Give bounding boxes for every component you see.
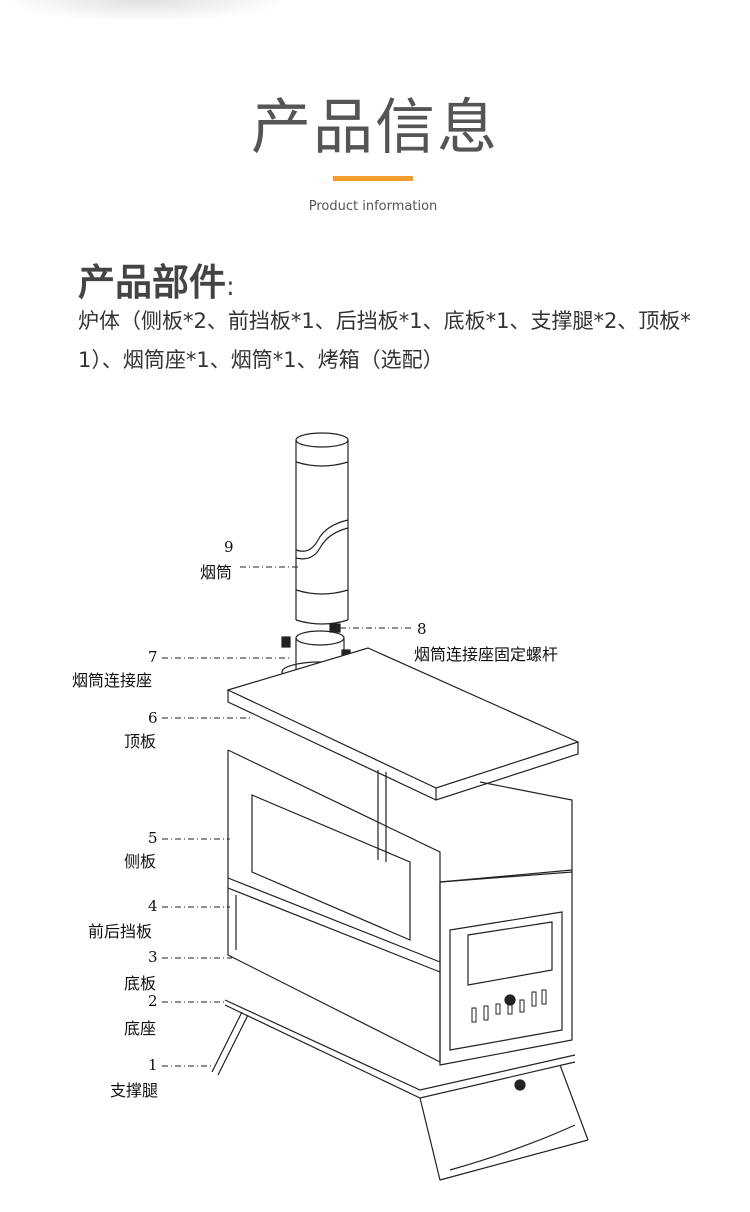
title-accent-bar: [333, 176, 413, 181]
callout-4-number: 4: [148, 897, 158, 915]
callout-1-number: 1: [148, 1056, 158, 1074]
callout-6-label: 顶板: [124, 732, 157, 751]
callout-4-label: 前后挡板: [88, 922, 153, 941]
stove-body: [227, 749, 573, 1066]
callout-8-number: 8: [417, 620, 427, 638]
page-title: 产品信息: [251, 93, 499, 163]
callout-3-label: 底板: [124, 974, 157, 993]
base-and-legs: [211, 999, 589, 1181]
callout-5-number: 5: [148, 829, 158, 847]
page-subtitle: Product information: [308, 199, 438, 214]
callout-8-label: 烟筒连接座固定螺杆: [414, 645, 559, 664]
chimney-pipe: [295, 432, 349, 625]
callout-2-label: 底座: [124, 1019, 157, 1038]
callout-7-label: 烟筒连接座: [72, 671, 153, 690]
parts-heading-colon: :: [226, 272, 235, 302]
callout-2-number: 2: [148, 992, 158, 1010]
callout-5-label: 侧板: [124, 852, 157, 871]
callout-9-label: 烟筒: [200, 563, 233, 582]
decorative-shadow: [0, 0, 290, 22]
callout-9-number: 9: [224, 538, 234, 556]
top-plate: [226, 647, 580, 801]
callout-3-number: 3: [148, 948, 158, 966]
callout-1-label: 支撑腿: [110, 1081, 159, 1100]
parts-description: 炉体（侧板*2、前挡板*1、后挡板*1、底板*1、支撑腿*2、顶板*1）、烟筒座…: [78, 309, 691, 372]
callout-7-number: 7: [148, 648, 158, 666]
callout-6-number: 6: [148, 709, 158, 727]
parts-heading: 产品部件:: [78, 252, 235, 306]
callout-leader-lines: [162, 566, 412, 1067]
parts-heading-text: 产品部件: [78, 261, 226, 304]
